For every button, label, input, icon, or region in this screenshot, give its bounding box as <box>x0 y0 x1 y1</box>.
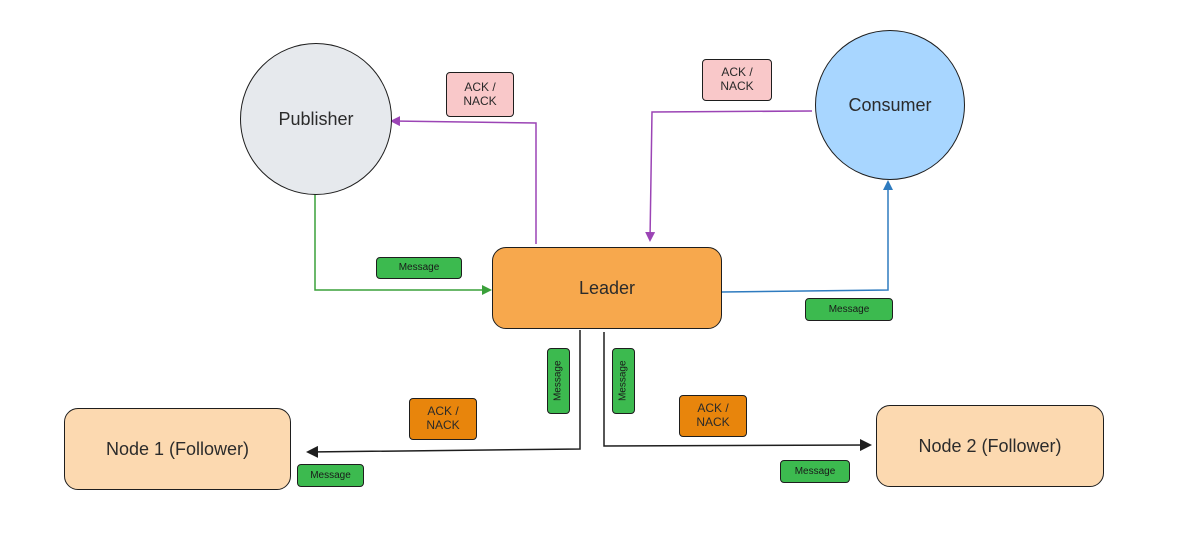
publisher-node: Publisher <box>240 43 392 195</box>
edge-leader-to-publisher <box>390 116 537 244</box>
consumer-label: Consumer <box>848 94 932 115</box>
message-tag-leader-left: Message <box>547 348 570 414</box>
publisher-label: Publisher <box>278 108 354 129</box>
ack-label: ACK / NACK <box>720 65 754 93</box>
message-tag-leader-right: Message <box>612 348 635 414</box>
ack-tag-node1: ACK / NACK <box>409 398 477 440</box>
node2-follower: Node 2 (Follower) <box>876 405 1104 487</box>
leader-node: Leader <box>492 247 722 329</box>
message-label: Message <box>828 303 870 315</box>
message-tag-consumer: Message <box>805 298 893 321</box>
message-label: Message <box>617 360 629 402</box>
message-label: Message <box>398 262 440 274</box>
node1-follower: Node 1 (Follower) <box>64 408 291 490</box>
message-label: Message <box>552 360 564 402</box>
edge-leader-to-node1 <box>306 330 581 458</box>
ack-tag-consumer: ACK / NACK <box>702 59 772 101</box>
message-tag-publisher: Message <box>376 257 462 279</box>
ack-label: ACK / NACK <box>696 401 730 429</box>
message-tag-node1: Message <box>297 464 364 487</box>
leader-label: Leader <box>578 277 636 298</box>
ack-tag-node2: ACK / NACK <box>679 395 747 437</box>
consumer-node: Consumer <box>815 30 965 180</box>
message-tag-node2: Message <box>780 460 850 483</box>
edge-publisher-to-leader <box>314 192 492 295</box>
message-label: Message <box>310 469 351 481</box>
ack-tag-publisher: ACK / NACK <box>446 72 514 117</box>
edge-leader-to-consumer <box>721 180 893 293</box>
ack-label: ACK / NACK <box>426 404 460 432</box>
edge-consumer-to-leader <box>645 110 813 242</box>
node1-label: Node 1 (Follower) <box>105 438 250 459</box>
node2-label: Node 2 (Follower) <box>918 435 1062 456</box>
edge-leader-to-node2 <box>603 332 872 452</box>
message-label: Message <box>794 465 836 477</box>
ack-label: ACK / NACK <box>463 79 497 108</box>
